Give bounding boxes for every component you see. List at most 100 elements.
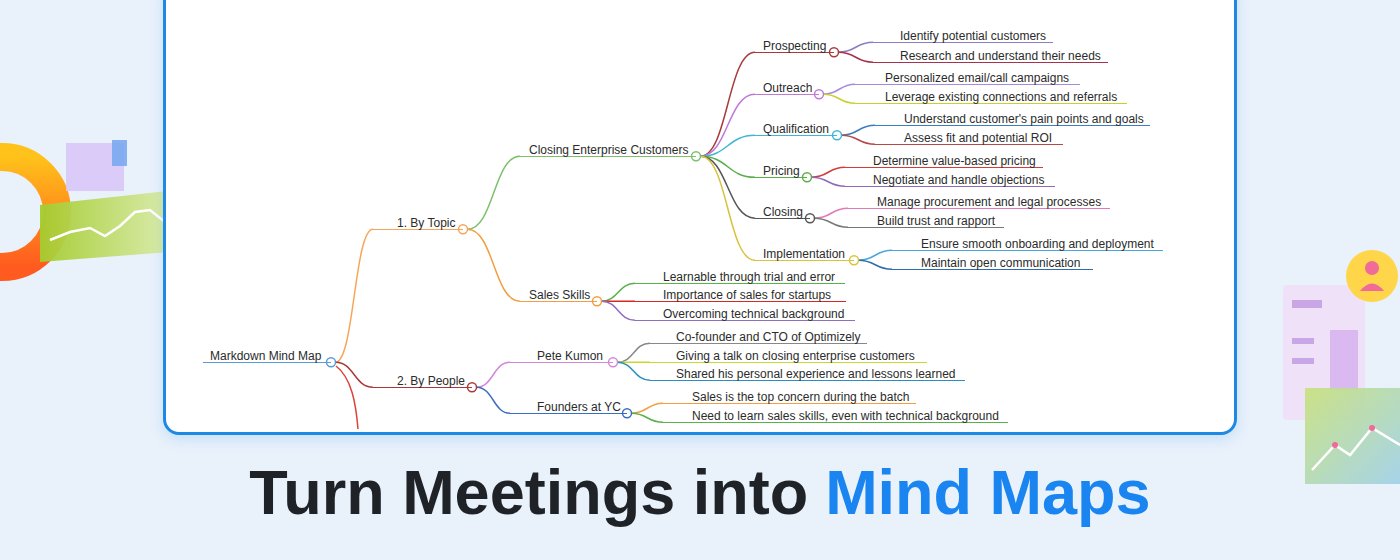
topic-node: Overcoming technical background xyxy=(635,304,855,321)
topic-text: Co-founder and CTO of Optimizely xyxy=(650,329,861,344)
topic-text: Shared his personal experience and lesso… xyxy=(650,366,956,381)
topic-text: Understand customer's pain points and go… xyxy=(875,111,1144,126)
branch-link xyxy=(632,413,664,422)
branch-link xyxy=(468,156,521,229)
branch-link xyxy=(602,283,636,301)
topic-text: Sales Skills xyxy=(520,287,590,302)
topic-node: Learnable through trial and error xyxy=(635,267,845,284)
branch-link xyxy=(859,250,893,260)
topic-text: Pete Kumon xyxy=(510,348,603,363)
topic-node: Outreach xyxy=(755,78,819,95)
topic-node: Closing xyxy=(755,202,810,219)
topic-text: Giving a talk on closing enterprise cust… xyxy=(650,348,915,363)
topic-text: 2. By People xyxy=(373,373,465,388)
branch-link xyxy=(839,42,874,52)
topic-text: Closing Enterprise Customers xyxy=(520,142,688,157)
topic-node: Negotiate and handle objections xyxy=(845,170,1055,187)
branch-link xyxy=(842,135,876,144)
branch-link xyxy=(824,94,856,103)
topic-text: Closing xyxy=(755,204,803,219)
avatar-circle xyxy=(1346,250,1398,302)
topic-text: Research and understand their needs xyxy=(873,48,1101,63)
branch-link xyxy=(602,301,636,320)
branch-link xyxy=(618,362,651,380)
topic-text: Determine value-based pricing xyxy=(845,153,1036,168)
topic-node: Prospecting xyxy=(755,36,834,53)
branch-link xyxy=(618,343,651,362)
branch-link xyxy=(812,177,846,186)
heading: Turn Meetings intoMind Maps xyxy=(0,452,1400,532)
doc-line xyxy=(1292,358,1314,364)
branch-link xyxy=(336,229,374,362)
topic-text: Outreach xyxy=(755,80,812,95)
topic-text: Founders at YC xyxy=(510,399,621,414)
topic-node: Shared his personal experience and lesso… xyxy=(650,364,965,381)
doc-line xyxy=(1292,338,1314,344)
topic-node: Sales is the top concern during the batc… xyxy=(663,387,916,404)
branch-link xyxy=(812,167,846,177)
topic-text: Learnable through trial and error xyxy=(635,269,835,284)
chart-dot xyxy=(1369,425,1375,431)
topic-text: Negotiate and handle objections xyxy=(845,172,1044,187)
topic-node: Pricing xyxy=(755,161,807,178)
page-title: Turn Meetings into xyxy=(249,452,808,532)
root-topic: Markdown Mind Map xyxy=(203,346,331,363)
topic-node: Identify potential customers xyxy=(873,26,1053,43)
blue-strip xyxy=(112,140,127,166)
topic-node: 2. By People xyxy=(373,371,472,388)
doc-block xyxy=(1330,330,1358,390)
topic-node: 1. By Topic xyxy=(373,213,463,230)
branch-link xyxy=(824,84,856,94)
topic-text: Manage procurement and legal processes xyxy=(848,194,1101,209)
topic-text: Identify potential customers xyxy=(873,28,1046,43)
topic-text: Leverage existing connections and referr… xyxy=(855,89,1117,104)
topic-node: Research and understand their needs xyxy=(873,46,1108,63)
topic-node: Build trust and rapport xyxy=(848,211,1004,228)
branch-link xyxy=(632,403,664,413)
topic-node: Need to learn sales skills, even with te… xyxy=(663,406,1008,423)
avatar-head xyxy=(1365,261,1379,275)
branch-link xyxy=(477,387,511,413)
topic-text: Sales is the top concern during the batc… xyxy=(663,389,909,404)
title-highlight: Mind Maps xyxy=(825,452,1151,532)
topic-text: Pricing xyxy=(755,163,800,178)
topic-text: Overcoming technical background xyxy=(635,306,844,321)
branch-link xyxy=(336,362,374,387)
topic-text: Build trust and rapport xyxy=(848,213,995,228)
topic-node: Founders at YC xyxy=(510,397,627,414)
topic-node: Ensure smooth onboarding and deployment xyxy=(892,234,1163,251)
branch-link xyxy=(815,208,849,218)
topic-node: Importance of sales for startups xyxy=(635,285,846,302)
topic-text: Ensure smooth onboarding and deployment xyxy=(892,236,1154,251)
branch-link xyxy=(701,94,756,156)
topic-node: Determine value-based pricing xyxy=(845,151,1043,168)
topic-text: Need to learn sales skills, even with te… xyxy=(663,408,999,423)
branch-link xyxy=(842,125,876,135)
avatar-body xyxy=(1360,284,1384,292)
topic-node: Sales Skills xyxy=(520,285,597,302)
topic-text: Qualification xyxy=(755,121,829,136)
branch-link xyxy=(839,52,874,62)
branch-link xyxy=(701,135,756,156)
branch-link xyxy=(701,52,756,156)
topic-node: Co-founder and CTO of Optimizely xyxy=(650,327,867,344)
branch-link xyxy=(477,362,511,387)
topic-node: Manage procurement and legal processes xyxy=(848,192,1110,209)
chart-dot xyxy=(1332,442,1338,448)
chart-card xyxy=(1305,388,1400,484)
topic-node: Giving a talk on closing enterprise cust… xyxy=(650,346,927,363)
topic-text: Prospecting xyxy=(755,38,826,53)
topic-text: Assess fit and potential ROI xyxy=(875,130,1052,145)
topic-text: Importance of sales for startups xyxy=(635,287,831,302)
topic-node: Personalized email/call campaigns xyxy=(855,68,1080,85)
chart-line xyxy=(1312,428,1400,470)
topic-node: Assess fit and potential ROI xyxy=(875,128,1063,145)
topic-node: Pete Kumon xyxy=(510,346,613,363)
topic-text: Implementation xyxy=(755,246,845,261)
topic-node: Closing Enterprise Customers xyxy=(520,140,696,157)
topic-node: Understand customer's pain points and go… xyxy=(875,109,1150,126)
branch-link xyxy=(701,156,756,260)
topic-text: Personalized email/call campaigns xyxy=(855,70,1069,85)
topic-node: Qualification xyxy=(755,119,837,136)
topic-text: Maintain open communication xyxy=(892,255,1080,270)
